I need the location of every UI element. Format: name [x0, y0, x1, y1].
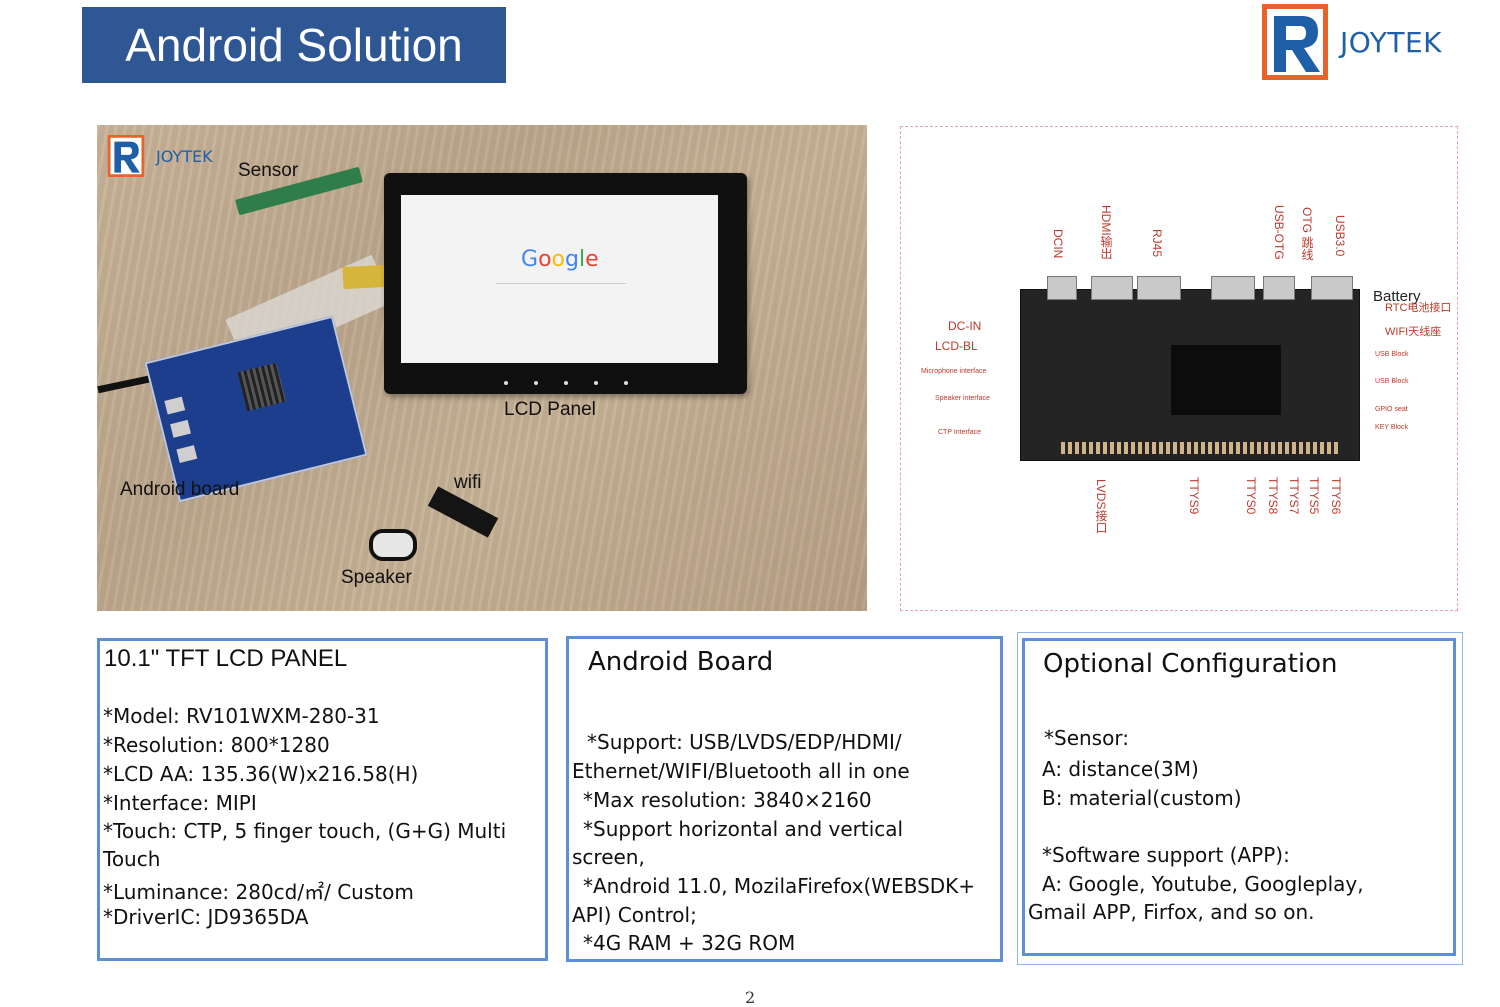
schematic-label: USB Block [1375, 378, 1409, 385]
spec-line: *DriverIC: JD9365DA [103, 905, 309, 929]
schematic-label: OTG 跳线 [1300, 207, 1314, 261]
spec-line: *Support: USB/LVDS/EDP/HDMI/ [587, 730, 902, 754]
label-wifi: wifi [454, 472, 482, 493]
spec-line: B: material(custom) [1042, 786, 1242, 810]
spec-line: *Touch: CTP, 5 finger touch, (G+G) Multi [103, 819, 507, 843]
spec-line: Ethernet/WIFI/Bluetooth all in one [572, 759, 910, 783]
label-speaker: Speaker [341, 567, 412, 588]
schematic-label: LVDS接口 [1094, 479, 1108, 534]
google-logo: Google [521, 247, 599, 272]
spec-line: *4G RAM + 32G ROM [583, 931, 796, 955]
schematic-label: DCIN [1051, 229, 1065, 259]
spec-line: *Sensor: [1044, 726, 1129, 750]
brand-name: JOYTEK [1340, 25, 1443, 59]
spec-line: A: distance(3M) [1042, 757, 1199, 781]
spec-line: *Interface: MIPI [103, 791, 257, 815]
optional-config-box: Optional Configuration *Sensor: A: dista… [1022, 638, 1456, 956]
speaker-device [369, 529, 417, 561]
android-board-heading: Android Board [588, 647, 774, 677]
board-schematic: DCIN HDMI输出 RJ45 USB-OTG OTG 跳线 USB3.0 D… [900, 126, 1458, 611]
schematic-label: TTYS0 [1244, 477, 1258, 515]
spec-line: *LCD AA: 135.36(W)x216.58(H) [103, 762, 419, 786]
spec-line: *Support horizontal and vertical [583, 817, 904, 841]
spec-line: screen, [572, 845, 645, 869]
schematic-label: Microphone interface [921, 368, 987, 375]
spec-line: API) Control; [572, 903, 697, 927]
schematic-label: USB Block [1375, 351, 1409, 358]
joytek-logo-icon [107, 135, 145, 177]
schematic-label: HDMI输出 [1099, 205, 1113, 260]
spec-line: Gmail APP, Firfox, and so on. [1028, 900, 1315, 924]
schematic-label: WIFI天线座 [1385, 326, 1442, 338]
schematic-label: TTYS6 [1329, 477, 1343, 515]
spec-line: *Software support (APP): [1042, 843, 1290, 867]
label-sensor: Sensor [238, 160, 299, 181]
page-title: Android Solution [82, 7, 506, 83]
schematic-label: TTYS8 [1266, 477, 1280, 515]
lcd-panel-device: Google [384, 173, 747, 394]
product-photo: JOYTEK Google Sensor LCD Panel Android b… [97, 125, 867, 611]
optional-config-frame [1017, 632, 1463, 965]
schematic-label-battery: Battery [1373, 288, 1421, 305]
schematic-label: TTYS7 [1287, 477, 1301, 515]
schematic-label: CTP Interface [938, 429, 982, 436]
schematic-label: RJ45 [1150, 229, 1164, 258]
spec-line: *Luminance: 280cd/㎡/ Custom [103, 880, 414, 904]
schematic-label: LCD-BL [935, 339, 978, 353]
photo-brand-name: JOYTEK [156, 146, 213, 166]
spec-line: *Resolution: 800*1280 [103, 733, 330, 757]
schematic-label: USB3.0 [1333, 215, 1347, 257]
photo-brand: JOYTEK [104, 135, 213, 177]
page-number: 2 [745, 988, 756, 1007]
spec-line: *Max resolution: 3840×2160 [583, 788, 872, 812]
schematic-label: RTC电池接口 [1385, 302, 1452, 314]
spec-line: Touch [103, 847, 161, 871]
pcb-board [1020, 276, 1360, 461]
android-board-spec-box: Android Board *Support: USB/LVDS/EDP/HDM… [566, 636, 1003, 962]
schematic-label: Speaker interface [935, 395, 990, 402]
label-android-board: Android board [120, 479, 240, 500]
spec-line: A: Google, Youtube, Googleplay, [1042, 872, 1364, 896]
joytek-logo-icon [1262, 4, 1328, 80]
schematic-label: TTYS9 [1187, 477, 1201, 515]
lcd-screen: Google [401, 195, 718, 363]
label-lcd-panel: LCD Panel [504, 399, 596, 420]
optional-config-heading: Optional Configuration [1043, 649, 1338, 679]
schematic-label: DC-IN [948, 319, 982, 333]
lcd-spec-box: 10.1" TFT LCD PANEL *Model: RV101WXM-280… [97, 638, 548, 961]
brand-logo: JOYTEK [1262, 4, 1442, 80]
schematic-label: GPIO seat [1375, 406, 1408, 413]
schematic-label: USB-OTG [1272, 205, 1286, 260]
panel-connector [342, 264, 386, 290]
schematic-label: KEY Block [1375, 424, 1408, 431]
spec-line: *Android 11.0, MozilaFirefox(WEBSDK+ [583, 874, 976, 898]
spec-line: *Model: RV101WXM-280-31 [103, 704, 380, 728]
schematic-label: TTYS5 [1307, 477, 1321, 515]
lcd-spec-heading: 10.1" TFT LCD PANEL [104, 645, 348, 672]
